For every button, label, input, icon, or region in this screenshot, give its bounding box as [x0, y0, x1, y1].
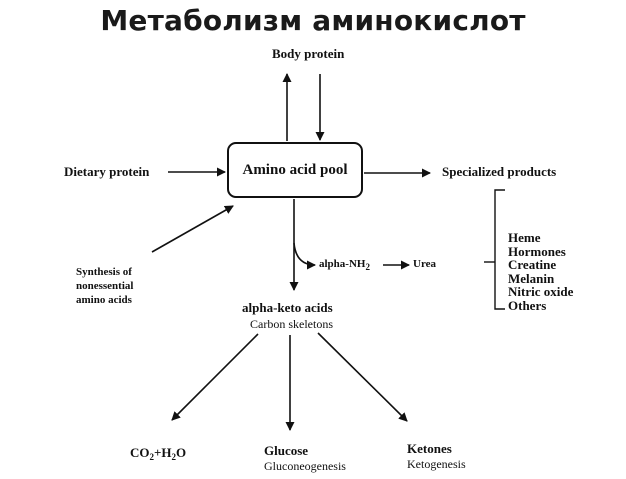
arrow-keto-to-ketones [317, 332, 408, 422]
node-carbon-skeletons: Carbon skeletons [250, 317, 333, 331]
node-synthesis-line2: nonessential [76, 280, 134, 292]
node-synthesis-line3: amino acids [76, 294, 132, 306]
arrow-synthesis-to-pool [151, 205, 234, 253]
product-item: Creatine [508, 257, 557, 273]
product-item: Nitric oxide [508, 284, 574, 300]
node-alpha-keto-acids: alpha-keto acids [242, 300, 333, 315]
node-urea: Urea [413, 258, 437, 270]
node-dietary-protein: Dietary protein [64, 164, 150, 179]
node-co2-h2o: CO2+H2O [130, 445, 187, 462]
product-item: Hormones [508, 243, 566, 259]
node-glucose: Glucose [264, 443, 309, 458]
node-specialized-products: Specialized products [442, 164, 557, 179]
node-ketogenesis: Ketogenesis [407, 457, 466, 471]
node-gluconeogenesis: Gluconeogenesis [264, 459, 346, 473]
product-item: Melanin [508, 270, 555, 286]
product-item: Others [508, 297, 547, 313]
node-alpha-nh2: alpha-NH2 [319, 258, 370, 272]
slide-title: Метаболизм аминокислот [100, 4, 526, 37]
products-list: Heme Hormones Creatine Melanin Nitric ox… [508, 231, 573, 313]
node-body-protein: Body protein [272, 46, 345, 61]
arrow-branch-to-alpha-nh2 [293, 242, 316, 270]
product-item: Heme [508, 230, 541, 245]
node-amino-acid-pool: Amino acid pool [227, 142, 363, 198]
node-synthesis-line1: Synthesis of [76, 266, 132, 278]
node-ketones: Ketones [407, 441, 452, 456]
products-bracket [494, 189, 505, 310]
pool-label: Amino acid pool [242, 161, 348, 178]
arrow-keto-to-co2 [171, 333, 259, 421]
